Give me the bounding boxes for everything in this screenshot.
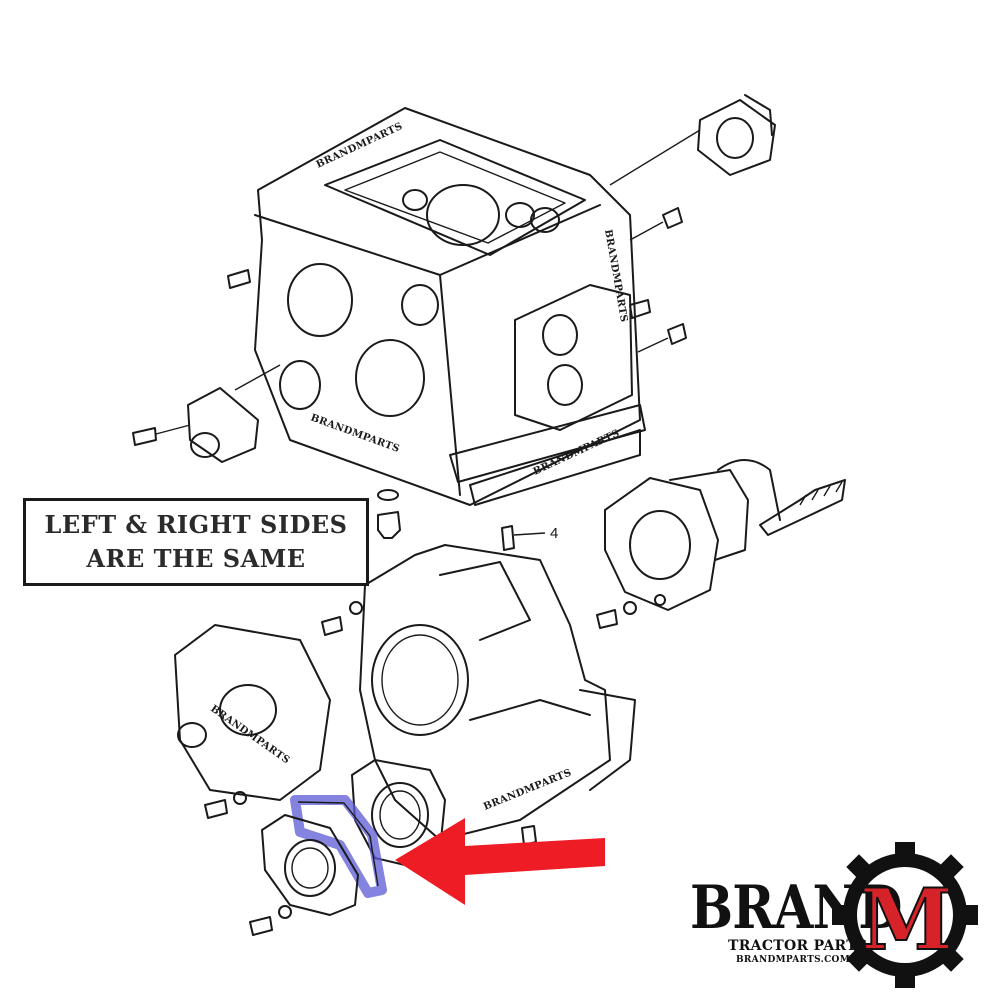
watermark-case-top: BRANDMPARTS — [315, 121, 405, 171]
brand-logo: BRAND M TRACTOR PARTS BRANDMPARTS.COM — [684, 838, 992, 988]
red-pointer-arrow — [395, 818, 605, 905]
left-side-cover — [187, 364, 281, 463]
left-cover-plate: BRANDMPARTS — [174, 624, 331, 801]
watermark-left-cover: BRANDMPARTS — [208, 703, 291, 766]
watermark-case-bottom: BRANDMPARTS — [532, 428, 622, 478]
highlighted-gasket — [290, 795, 387, 898]
callout-number: 4 — [550, 525, 558, 542]
lower-center-housing: BRANDMPARTS — [359, 544, 636, 841]
right-bolts — [596, 594, 666, 629]
logo-wordmark: BRAND — [690, 873, 903, 943]
notice-box: LEFT & RIGHT SIDES ARE THE SAME — [23, 498, 369, 586]
watermark-case-side: BRANDMPARTS — [602, 229, 629, 324]
upper-right-cover — [609, 94, 776, 186]
logo-tagline: TRACTOR PARTS — [728, 938, 868, 954]
logo-gear-icon — [832, 842, 978, 988]
lower-left-bolts — [204, 601, 363, 936]
drain-plug — [377, 489, 401, 539]
watermark-lower-housing: BRANDMPARTS — [482, 767, 573, 812]
logo-url: BRANDMPARTS.COM — [736, 955, 850, 965]
dowel-pin-callout: 4 — [501, 525, 558, 551]
logo-m-letter: M — [859, 870, 954, 969]
case-bolts — [132, 207, 687, 446]
watermark-case-front: BRANDMPARTS — [309, 412, 401, 455]
transmission-case: BRANDMPARTS BRANDMPARTS BRANDMPARTS BRAN… — [254, 107, 646, 506]
right-flange-housing — [604, 459, 846, 611]
small-flange-cap — [261, 814, 359, 916]
notice-line-2: ARE THE SAME — [86, 544, 306, 573]
notice-line-1: LEFT & RIGHT SIDES — [44, 510, 348, 539]
